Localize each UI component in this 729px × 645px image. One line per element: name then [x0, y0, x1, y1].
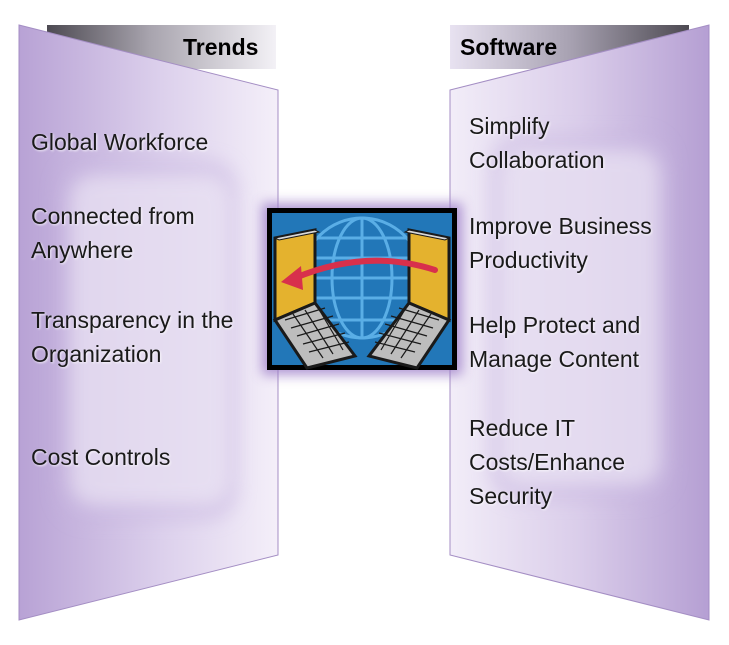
software-item-reduce-costs: Reduce IT Costs/Enhance Security: [469, 415, 625, 509]
software-item-productivity: Improve Business Productivity: [469, 213, 652, 273]
trends-title: Trends: [183, 34, 259, 60]
trend-item-cost-controls: Cost Controls: [31, 444, 171, 470]
software-item-protect-content: Help Protect and Manage Content: [469, 312, 641, 372]
trend-item-connected: Connected from Anywhere: [31, 203, 195, 263]
software-title: Software: [460, 34, 558, 60]
trend-item-transparency: Transparency in the Organization: [31, 307, 234, 367]
trend-item-global-workforce: Global Workforce: [31, 129, 209, 155]
software-item-collaboration: Simplify Collaboration: [469, 113, 605, 173]
networked-computers-globe-icon: [267, 208, 457, 370]
